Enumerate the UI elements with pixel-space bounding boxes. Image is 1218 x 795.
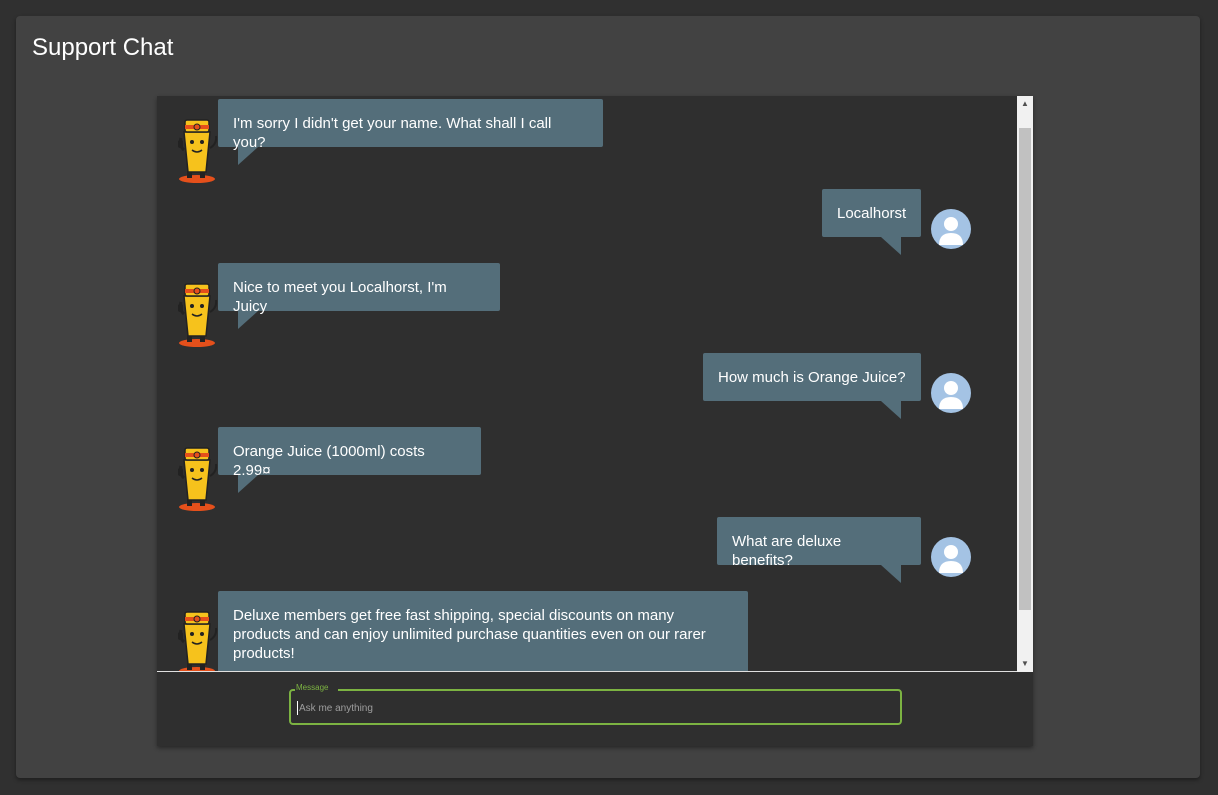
juicy-bot-icon [178,283,218,347]
scrollbar-thumb[interactable] [1019,128,1031,610]
message-field-label: Message [295,683,339,693]
message-bubble: What are deluxe benefits? [717,517,921,583]
scroll-down-arrow-icon[interactable]: ▼ [1021,659,1029,668]
message-list[interactable]: I'm sorry I didn't get your name. What s… [157,96,1017,672]
message-input-area: Message [157,672,1033,746]
juicy-bot-icon [178,119,218,183]
user-profile-icon [931,373,971,413]
page-title: Support Chat [32,34,174,61]
user-profile-icon [931,209,971,249]
message-bubble: Orange Juice (1000ml) costs 2.99¤ [218,427,481,493]
chat-panel: I'm sorry I didn't get your name. What s… [157,96,1033,746]
message-bubble: How much is Orange Juice? [703,353,921,419]
juicy-bot-icon [178,611,218,671]
message-list-scrollbar[interactable]: ▲ ▼ [1017,96,1033,672]
support-chat-card: Support Chat [16,16,1200,778]
message-bubble: I'm sorry I didn't get your name. What s… [218,99,603,165]
juicy-bot-icon [178,447,218,511]
message-bubble: Nice to meet you Localhorst, I'm Juicy [218,263,500,329]
message-bubble: Localhorst [822,189,921,255]
message-input[interactable] [297,701,889,715]
message-field: Message [289,683,902,725]
user-profile-icon [931,537,971,577]
message-bubble: Deluxe members get free fast shipping, s… [218,591,748,671]
scroll-up-arrow-icon[interactable]: ▲ [1021,99,1029,108]
